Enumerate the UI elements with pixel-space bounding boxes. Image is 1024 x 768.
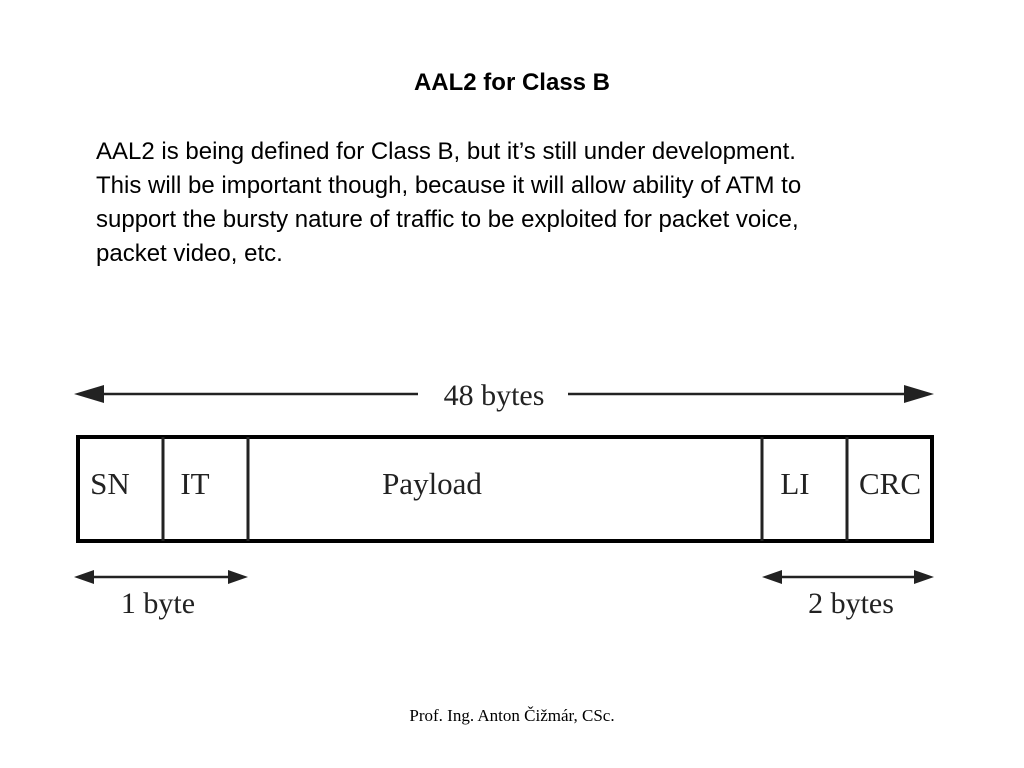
slide-footer: Prof. Ing. Anton Čižmár, CSc.: [409, 706, 615, 725]
body-line: support the bursty nature of traffic to …: [96, 206, 799, 233]
body-line: AAL2 is being defined for Class B, but i…: [96, 138, 796, 165]
right-arrowhead-icon: [228, 570, 248, 584]
field-payload-label: Payload: [382, 466, 482, 501]
total-length-arrow: 48 bytes: [74, 379, 934, 412]
header-length-arrow: 1 byte: [74, 570, 248, 620]
field-it-label: IT: [180, 466, 209, 501]
total-length-label: 48 bytes: [444, 379, 545, 412]
slide-title: AAL2 for Class B: [413, 69, 611, 96]
left-arrowhead-icon: [74, 570, 94, 584]
field-li-label: LI: [780, 466, 809, 501]
trailer-length-arrow: 2 bytes: [762, 570, 934, 620]
right-arrowhead-icon: [904, 385, 934, 403]
trailer-length-label: 2 bytes: [808, 587, 894, 620]
slide-body: AAL2 is being defined for Class B, but i…: [96, 135, 976, 271]
header-length-label: 1 byte: [121, 587, 195, 620]
field-crc-label: CRC: [859, 466, 921, 501]
left-arrowhead-icon: [762, 570, 782, 584]
left-arrowhead-icon: [74, 385, 104, 403]
right-arrowhead-icon: [914, 570, 934, 584]
cell-box: SN IT Payload LI CRC: [76, 435, 934, 543]
body-line: packet video, etc.: [96, 240, 283, 267]
body-line: This will be important though, because i…: [96, 172, 802, 199]
cell-outline: [76, 435, 934, 543]
field-sn-label: SN: [90, 466, 130, 501]
